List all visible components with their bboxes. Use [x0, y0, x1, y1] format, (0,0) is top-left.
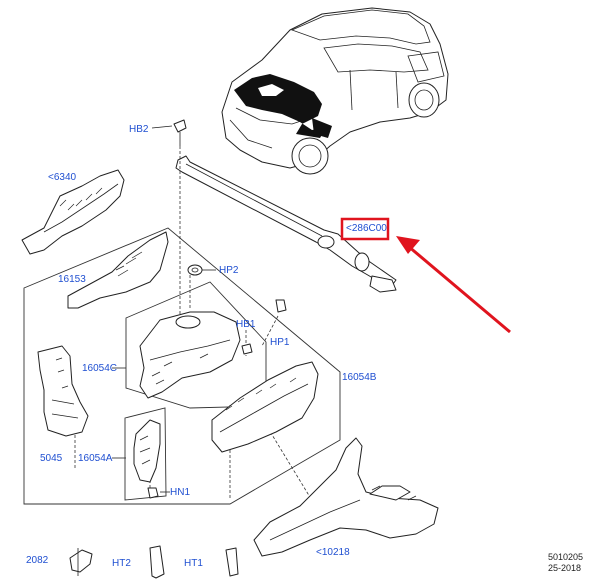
- part-6340: [21, 169, 125, 255]
- label-hb1: HB1: [236, 319, 256, 330]
- label-hp2: HP2: [219, 265, 239, 276]
- tube-ht2: [149, 545, 165, 579]
- plug-hp1: [275, 299, 287, 313]
- tube-ht1: [225, 547, 239, 577]
- part-2082: [69, 548, 93, 576]
- label-286c00: <286C00: [346, 223, 387, 234]
- vehicle-illustration: [221, 7, 449, 175]
- label-16054c: 16054C: [82, 363, 117, 374]
- plug-hp2: [187, 264, 203, 276]
- cross-member-beam: [175, 155, 397, 293]
- label-10218: <10218: [316, 547, 350, 558]
- bolt-hb1: [241, 343, 253, 355]
- reference-line-1: 5010205: [548, 552, 583, 562]
- part-16153: [67, 231, 169, 309]
- label-2082: 2082: [26, 555, 49, 566]
- part-16054b: [211, 361, 319, 453]
- label-ht2: HT2: [112, 558, 131, 569]
- part-16054c: [139, 311, 241, 399]
- label-16054a: 16054A: [78, 453, 113, 464]
- label-16153: 16153: [58, 274, 86, 285]
- engine-bay-highlight: [234, 74, 326, 138]
- bolt-hb2: [173, 119, 187, 146]
- highlight-box: [340, 217, 390, 241]
- part-5045: [37, 345, 89, 437]
- nut-hn1: [147, 487, 159, 499]
- part-10218: [253, 437, 439, 557]
- label-hp1: HP1: [270, 337, 290, 348]
- label-ht1: HT1: [184, 558, 203, 569]
- reference-line-2: 25-2018: [548, 563, 581, 573]
- part-16054a: [133, 419, 161, 483]
- label-16054b: 16054B: [342, 372, 377, 383]
- highlight-arrow: [396, 236, 511, 334]
- label-hn1: HN1: [170, 487, 190, 498]
- label-5045: 5045: [40, 453, 63, 464]
- label-6340: <6340: [48, 172, 77, 183]
- label-hb2: HB2: [129, 124, 149, 135]
